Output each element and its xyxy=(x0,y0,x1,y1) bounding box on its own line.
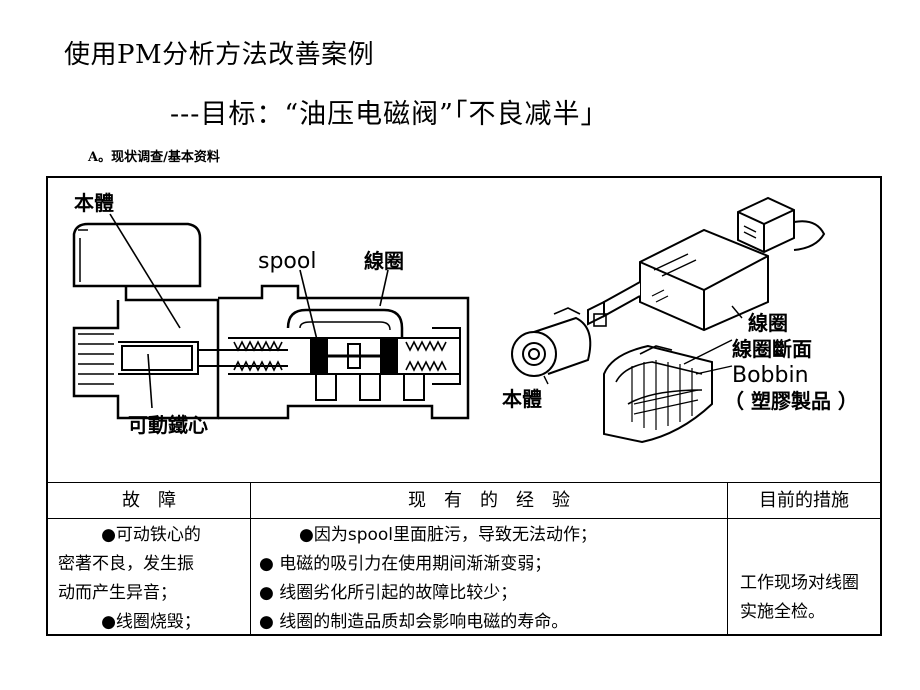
section-heading: A。现状调查/基本资料 xyxy=(88,150,220,165)
cell-measures: 工作现场对线圈 实施全检。 xyxy=(728,519,880,635)
experience-line: ● 线圈劣化所引起的故障比较少； xyxy=(259,583,518,603)
page-subtitle: ---目标：“油压电磁阀”「不良减半」 xyxy=(170,99,609,130)
cell-faults: ●可动铁心的 密著不良，发生振 动而产生异音； ●线圈烧毁； xyxy=(48,519,251,635)
label-spool: spool xyxy=(258,249,316,274)
label-coil-right: 線圈 xyxy=(748,311,788,335)
header-measures: 目前的措施 xyxy=(728,483,880,519)
measure-line: 实施全检。 xyxy=(740,602,825,622)
fault-line: 动而产生异音； xyxy=(58,583,177,603)
fault-table: 故 障 现 有 的 经 验 目前的措施 ●可动铁心的 密著不良，发生振 动而产生… xyxy=(48,482,880,635)
experience-line: ●因为spool里面脏污，导致无法动作； xyxy=(299,525,598,545)
label-body-top: 本體 xyxy=(74,191,114,215)
header-fault: 故 障 xyxy=(48,483,251,519)
label-body-right: 本體 xyxy=(502,387,542,411)
solenoid-valve-figure: 本體 spool 線圈 可動鐵心 線圈 線圈斷面 Bobbin （ 塑膠製品 ）… xyxy=(48,178,880,482)
bobbin-section-illustration xyxy=(543,305,743,444)
coil-body-illustration xyxy=(511,307,592,377)
content-frame: 本體 spool 線圈 可動鐵心 線圈 線圈斷面 Bobbin （ 塑膠製品 ）… xyxy=(46,176,882,636)
experience-line: ● 线圈的制造品质却会影响电磁的寿命。 xyxy=(259,612,569,632)
fault-line: ●线圈烧毁； xyxy=(101,612,201,632)
cross-section-diagram xyxy=(72,213,470,420)
measure-line: 工作现场对线圈 xyxy=(740,573,859,593)
label-bobbin: Bobbin xyxy=(732,363,809,388)
solenoid-valve-diagram: 本體 spool 線圈 可動鐵心 線圈 線圈斷面 Bobbin （ 塑膠製品 ）… xyxy=(72,191,858,444)
label-plastic: （ 塑膠製品 ） xyxy=(724,389,858,413)
label-plunger: 可動鐵心 xyxy=(128,413,208,437)
fault-line: ●可动铁心的 xyxy=(101,525,201,545)
cell-experience: ●因为spool里面脏污，导致无法动作； ● 电磁的吸引力在使用期间渐渐变弱； … xyxy=(251,519,728,635)
experience-line: ● 电磁的吸引力在使用期间渐渐变弱； xyxy=(259,554,552,574)
assembly-illustration xyxy=(587,196,826,332)
page-title: 使用PM分析方法改善案例 xyxy=(64,40,375,70)
label-coil-section: 線圈斷面 xyxy=(732,337,812,361)
header-experience: 现 有 的 经 验 xyxy=(251,483,728,519)
fault-line: 密著不良，发生振 xyxy=(58,554,194,574)
label-coil-left: 線圈 xyxy=(364,249,404,273)
